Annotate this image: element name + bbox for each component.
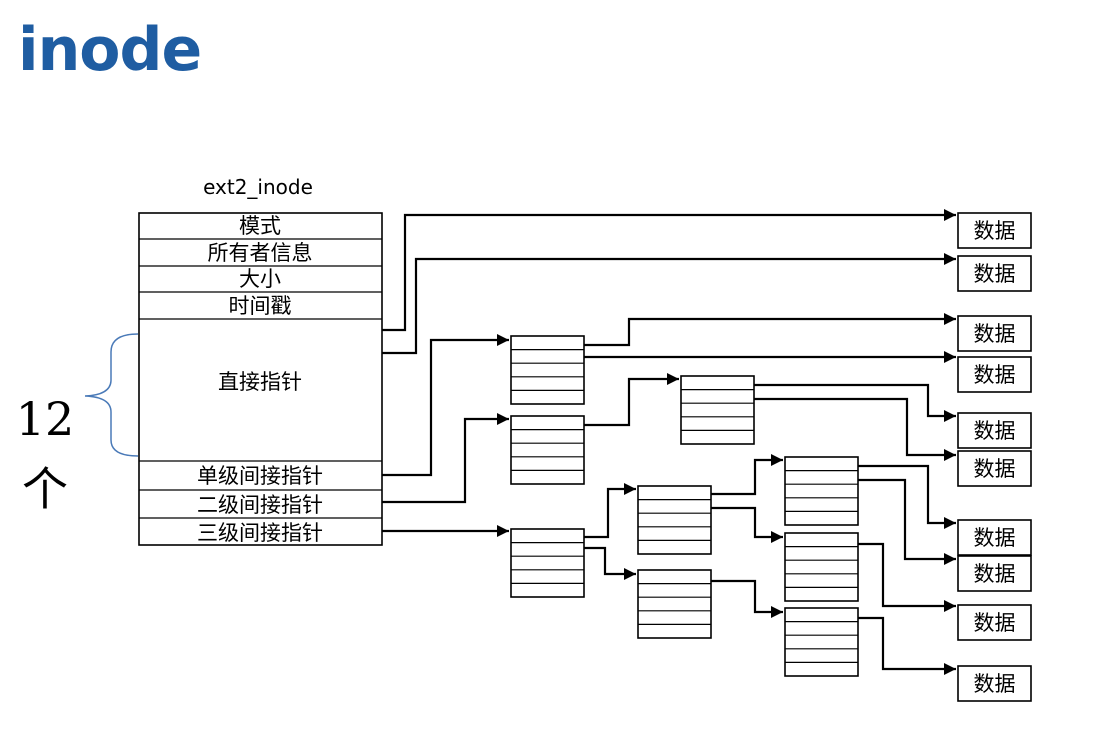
brace-count: 12 bbox=[16, 392, 75, 446]
pointer-arrow-16 bbox=[858, 464, 956, 529]
field-timestamp: 时间戳 bbox=[229, 294, 292, 318]
double-indirect-l1-block bbox=[510, 415, 585, 485]
data-block-label: 数据 bbox=[974, 526, 1016, 550]
data-block-9: 数据 bbox=[957, 604, 1032, 641]
data-block-10: 数据 bbox=[957, 665, 1032, 702]
inode-table: 模式 所有者信息 大小 时间戳 直接指针 单级间接指针 二级间接指针 三级间接指… bbox=[138, 212, 383, 546]
pointer-arrow-17 bbox=[858, 478, 956, 565]
triple-indirect-l3-block-a bbox=[784, 456, 859, 526]
pointer-arrow-4 bbox=[382, 413, 509, 504]
data-block-2: 数据 bbox=[957, 255, 1032, 292]
pointer-wires bbox=[382, 209, 956, 675]
data-block-5: 数据 bbox=[957, 412, 1032, 449]
triple-indirect-l2-block-b bbox=[637, 569, 712, 639]
pointer-arrow-8 bbox=[584, 373, 679, 427]
pointer-arrow-13 bbox=[711, 454, 783, 496]
data-block-label: 数据 bbox=[974, 262, 1016, 286]
field-mode: 模式 bbox=[239, 214, 281, 238]
triple-indirect-l1-block bbox=[510, 528, 585, 598]
data-block-label: 数据 bbox=[974, 322, 1016, 346]
data-block-label: 数据 bbox=[974, 419, 1016, 443]
data-block-label: 数据 bbox=[974, 457, 1016, 481]
brace-unit: 个 bbox=[22, 462, 68, 516]
field-double-indirect: 二级间接指针 bbox=[197, 493, 323, 517]
field-size: 大小 bbox=[239, 267, 281, 291]
single-indirect-block bbox=[510, 335, 585, 405]
data-block-label: 数据 bbox=[974, 672, 1016, 696]
data-block-label: 数据 bbox=[974, 562, 1016, 586]
pointer-arrow-10 bbox=[754, 397, 956, 461]
data-block-8: 数据 bbox=[957, 555, 1032, 592]
data-block-label: 数据 bbox=[974, 219, 1016, 243]
data-block-1: 数据 bbox=[957, 212, 1032, 249]
field-single-indirect: 单级间接指针 bbox=[197, 464, 323, 488]
data-block-label: 数据 bbox=[974, 363, 1016, 387]
triple-indirect-l2-block-a bbox=[637, 485, 712, 555]
pointer-arrow-2 bbox=[382, 253, 956, 355]
double-indirect-l2-block bbox=[680, 375, 755, 445]
field-triple-indirect: 三级间接指针 bbox=[197, 521, 323, 545]
pointer-arrow-11 bbox=[584, 483, 636, 539]
data-block-label: 数据 bbox=[974, 611, 1016, 635]
triple-indirect-l3-block-b bbox=[784, 532, 859, 602]
brace-12-direct bbox=[84, 333, 139, 457]
pointer-arrow-9 bbox=[754, 383, 956, 422]
pointer-blocks bbox=[510, 335, 859, 677]
field-direct-pointers: 直接指针 bbox=[218, 370, 302, 394]
page-title: inode bbox=[18, 15, 202, 85]
pointer-arrow-6 bbox=[584, 313, 956, 347]
pointer-arrow-12 bbox=[584, 546, 636, 580]
pointer-arrow-1 bbox=[382, 209, 956, 332]
pointer-arrow-18 bbox=[858, 542, 956, 612]
triple-indirect-l3-block-c bbox=[784, 607, 859, 677]
data-block-4: 数据 bbox=[957, 356, 1032, 393]
pointer-arrow-14 bbox=[711, 506, 783, 543]
pointer-arrow-15 bbox=[711, 579, 783, 618]
data-block-3: 数据 bbox=[957, 315, 1032, 352]
pointer-arrow-19 bbox=[858, 616, 956, 675]
pointer-arrow-3 bbox=[382, 334, 509, 477]
inode-struct-name: ext2_inode bbox=[203, 175, 313, 199]
data-block-6: 数据 bbox=[957, 450, 1032, 487]
data-block-7: 数据 bbox=[957, 519, 1032, 556]
field-owner-info: 所有者信息 bbox=[208, 241, 313, 265]
